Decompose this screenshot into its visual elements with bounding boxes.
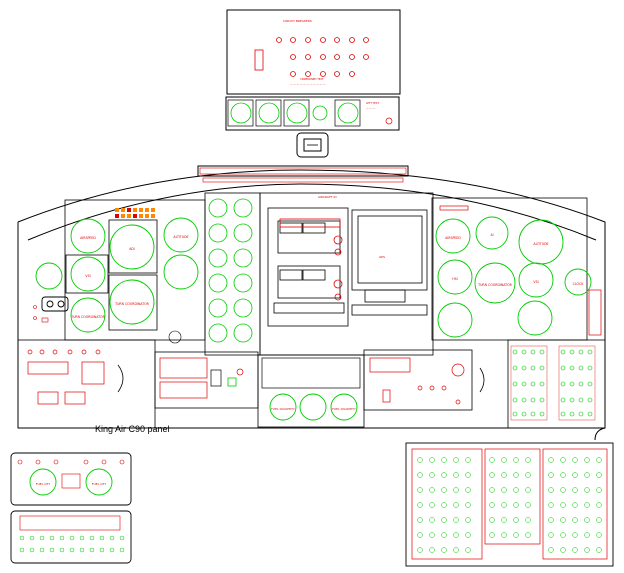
lower-center-left-panel <box>154 351 259 409</box>
circuit-breaker-panel-right <box>507 339 606 429</box>
hsi-right-label: HSI <box>452 277 457 281</box>
overhead-panel: CIRCUIT BREAKERS UNDERLINED TEXT — — — — <box>226 9 401 95</box>
vsi-right-label: VSI <box>533 280 538 284</box>
magnetic-compass <box>296 132 329 158</box>
adi-left-label: ADI <box>129 247 135 251</box>
svg-text:GPS: GPS <box>379 255 385 259</box>
turn-coordinator-right-label: TURN COORDINATOR <box>477 283 513 287</box>
circuit-breaker-panel-bottom-right <box>405 442 614 567</box>
vsi-left2-gauge <box>163 254 199 290</box>
right-fuel-label: FUEL QTY <box>92 482 107 486</box>
fuel-right-quantity-label: FUEL QUANTITY <box>332 407 356 411</box>
svg-text:UNDERLINED TEXT: UNDERLINED TEXT <box>300 77 324 81</box>
fuel-left-quantity-label: FUEL QUANTITY <box>271 407 295 411</box>
avionics-stack: AIRCRAFT ID GPS <box>259 192 434 356</box>
turn-indicator-left-gauge <box>35 262 63 290</box>
altitude-left-label: ALTITUDE <box>173 235 188 239</box>
turn-coordinator-label: TURN COORDINATOR <box>70 315 106 319</box>
svg-text:— — — — — — — — — — —: — — — — — — — — — — — <box>290 83 326 86</box>
glareshield-switch-strip <box>199 167 407 183</box>
svg-text:— — —: — — — <box>366 107 376 110</box>
hsi-left-gauge <box>109 279 155 325</box>
attitude-left-gauge <box>109 224 155 270</box>
airspeed-left-gauge <box>70 218 106 254</box>
right-instrument-panel: AIRSPEED AI ALTITUDE HSI TURN COORDINATO… <box>431 197 602 341</box>
clock-right-label: CLOCK <box>573 282 585 286</box>
lower-left-switch-panel <box>17 339 156 429</box>
fuel-panel-bottom-left: FUEL QTY FUEL QTY <box>10 452 132 564</box>
engine-gauge-column <box>204 192 261 356</box>
svg-text:LEFT TEXT: LEFT TEXT <box>366 101 379 105</box>
altitude-right-label: ALTITUDE <box>533 242 548 246</box>
svg-text:CIRCUIT BREAKERS: CIRCUIT BREAKERS <box>283 19 312 23</box>
aircraft-id-label: AIRCRAFT ID <box>318 195 337 199</box>
ai-right-label: AI <box>490 233 493 237</box>
vsi-left-label: VSI <box>85 274 90 278</box>
airspeed-right-label: AIRSPEED <box>445 236 461 240</box>
lower-center-right-panel <box>363 349 485 411</box>
vsi-left-gauge <box>70 256 106 292</box>
engine-gauge-strip: LEFT TEXT — — — <box>225 96 400 131</box>
turn-coordinator-left-gauge <box>70 297 106 333</box>
left-instrument-panel: AIRSPEED ADI ALTITUDE VSI TURN COORDINAT… <box>33 199 206 344</box>
left-fuel-label: FUEL QTY <box>36 482 51 486</box>
airspeed-left-label: AIRSPEED <box>80 236 96 240</box>
turn-coordinator-left-label: TURN COORDINATOR <box>114 302 150 306</box>
panel-caption: King Air C90 panel <box>95 424 170 434</box>
altitude-left-gauge <box>163 217 199 253</box>
